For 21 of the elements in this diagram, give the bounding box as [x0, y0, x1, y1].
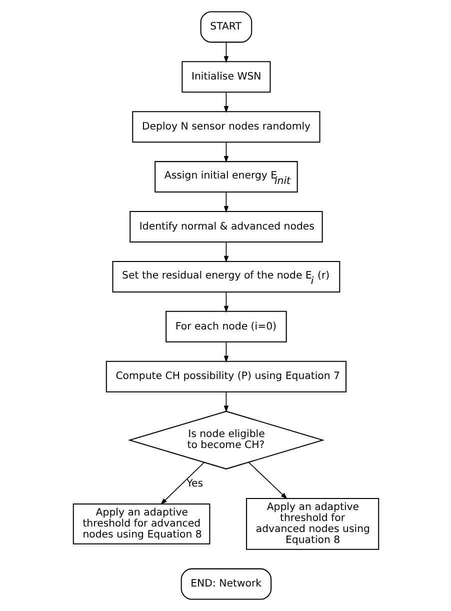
node-box: START [200, 11, 252, 43]
arrow [223, 292, 228, 313]
node-box: Identify normal & advanced nodes [129, 211, 322, 242]
node-box: Compute CH possibility (P) using Equation 7 [105, 360, 346, 392]
edge-label: Yes [186, 478, 203, 490]
node-box: Initialise WSN [181, 61, 270, 93]
node-box: Deploy N sensor nodes randomly [132, 111, 320, 143]
arrow [223, 92, 228, 113]
arrow [223, 392, 228, 412]
arrow [223, 142, 228, 163]
node-box: Apply an adaptive threshold for advanced nodes using Equation 8 [72, 504, 210, 544]
arrow [223, 242, 228, 263]
arrow [160, 462, 204, 505]
arrow [223, 192, 228, 213]
node-box: Apply an adaptive threshold for advanced nodes using Equation 8 [246, 498, 379, 550]
arrow [223, 342, 228, 363]
arrow [248, 462, 287, 500]
node-box: For each node (i=0) [165, 310, 286, 342]
node-box: END: Network [180, 568, 272, 600]
arrow [223, 42, 228, 63]
node-diamond: Is node eligible to become CH? [127, 410, 324, 470]
